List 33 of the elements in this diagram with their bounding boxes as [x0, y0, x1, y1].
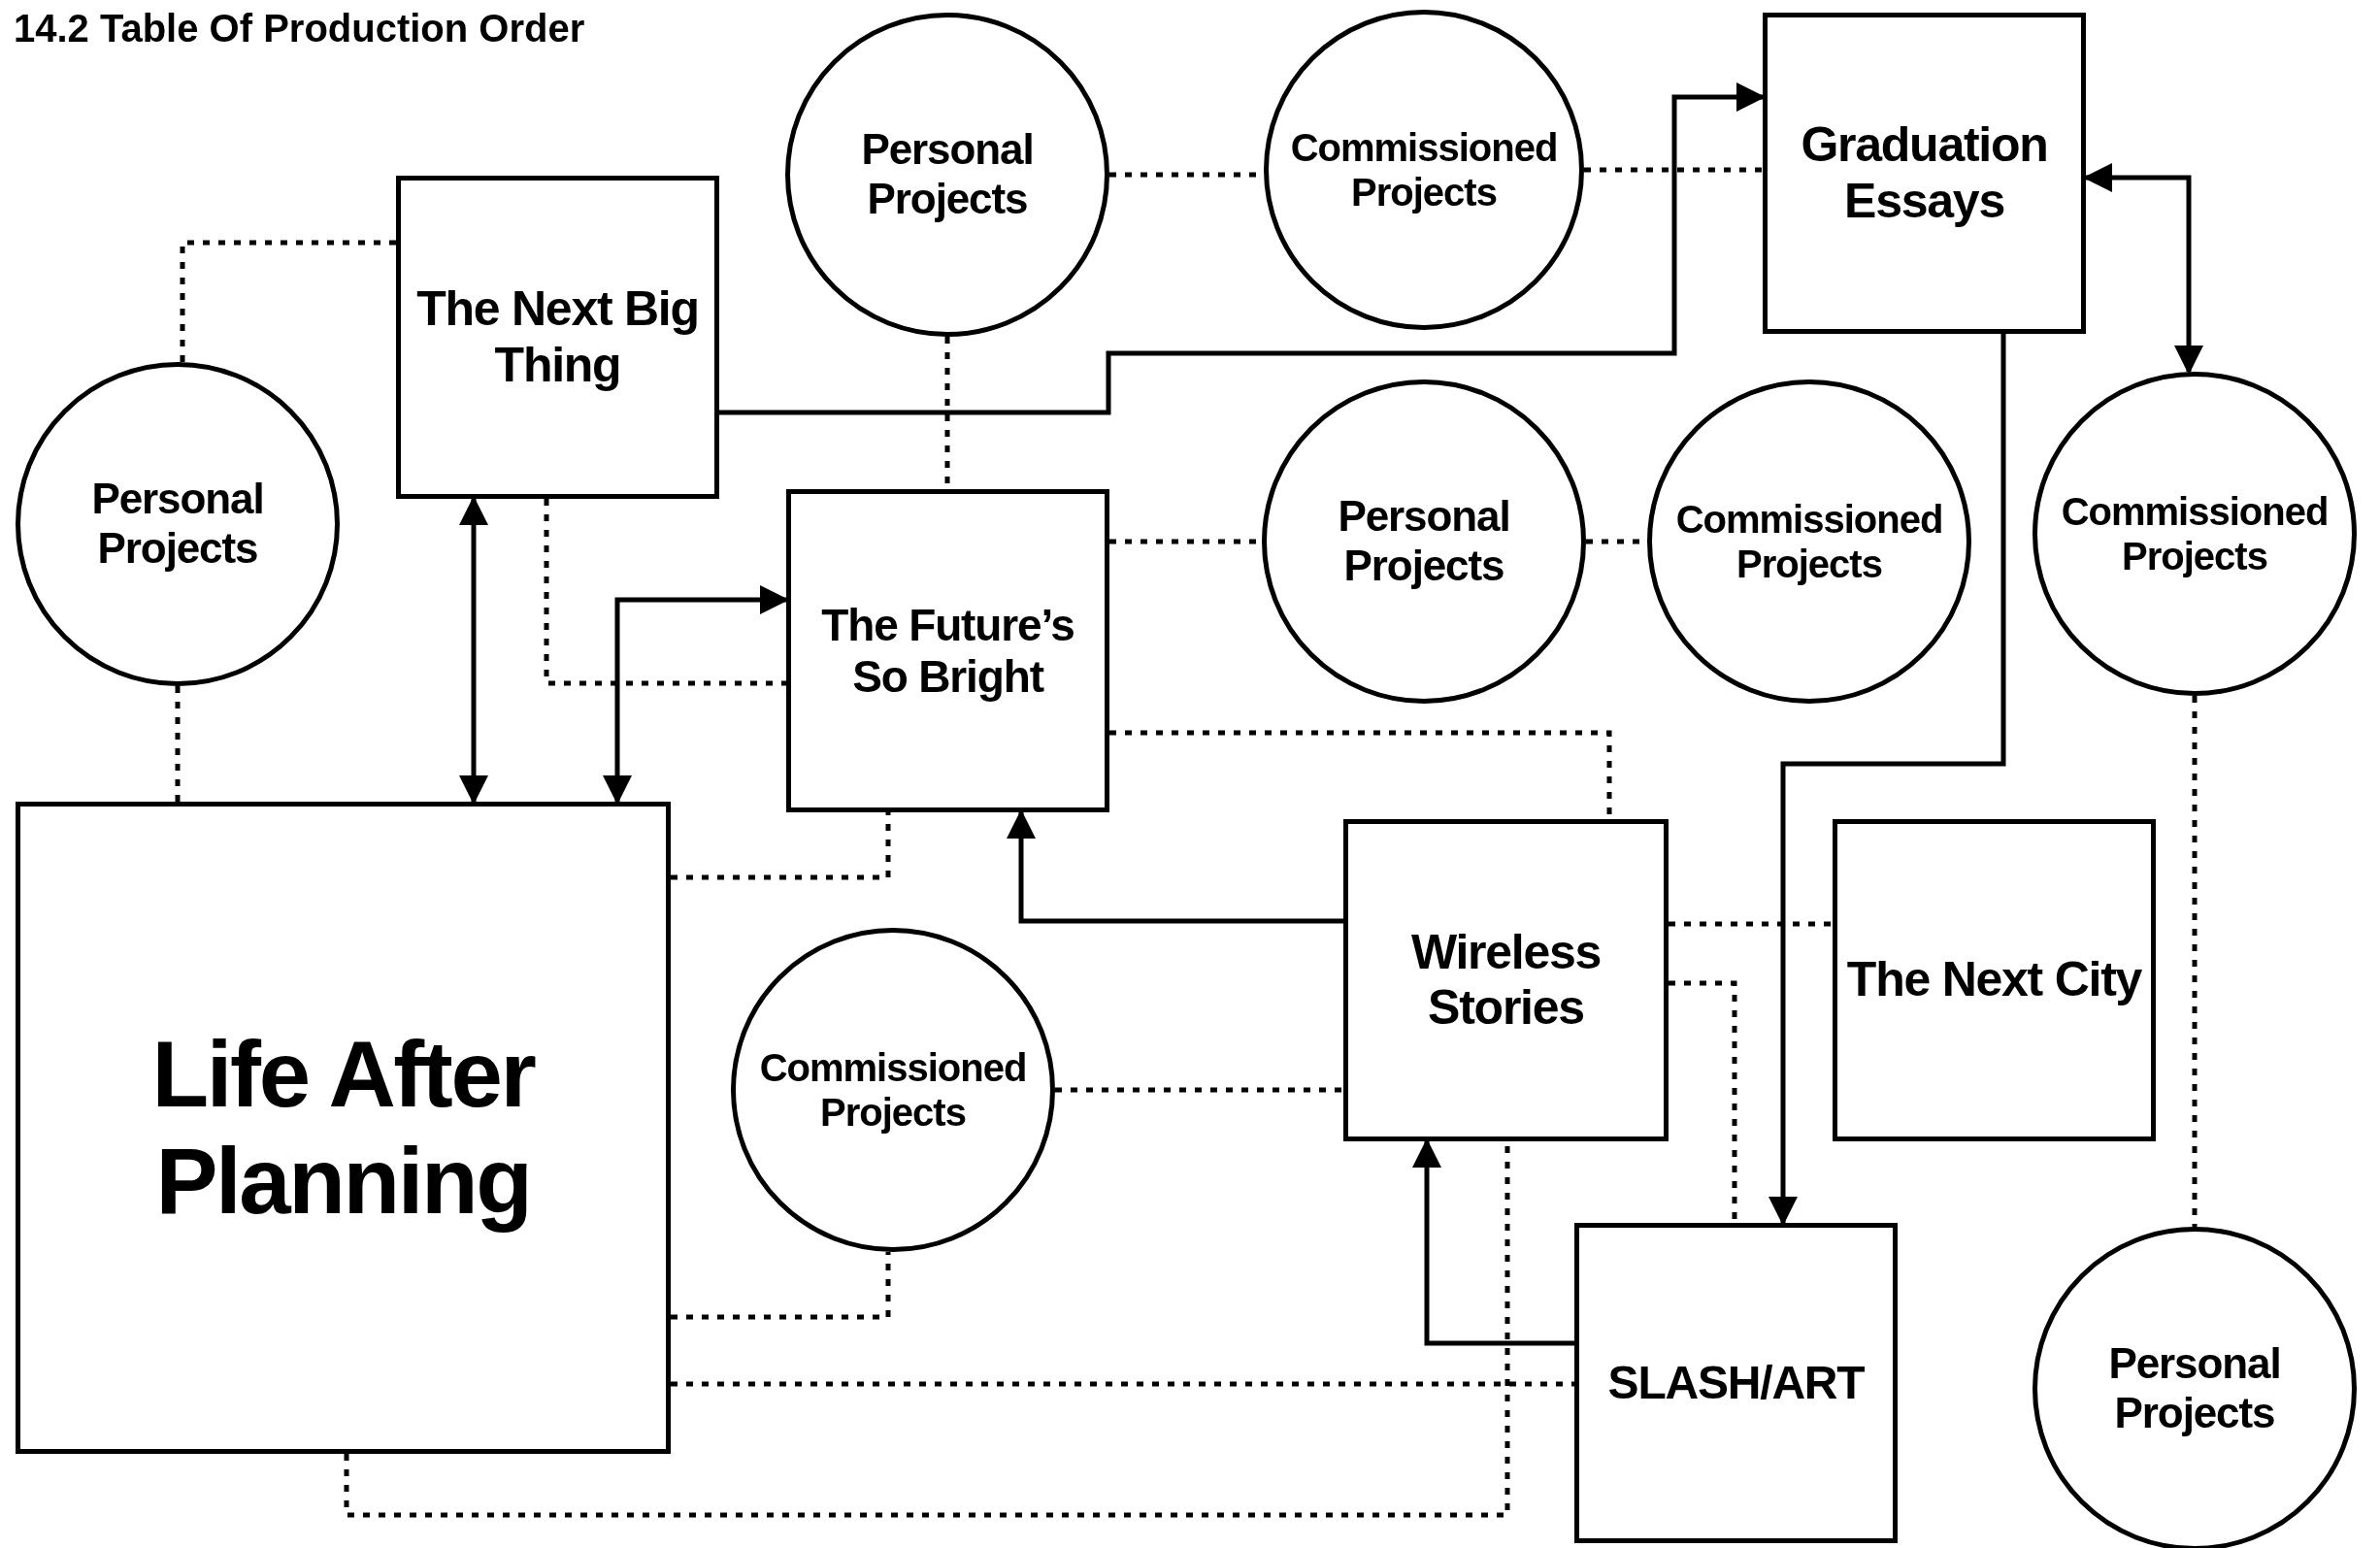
- node-label: Graduation Essays: [1800, 117, 2049, 229]
- node-label: Personal Projects: [1337, 492, 1511, 591]
- diagram-title: 14.2 Table Of Production Order: [14, 6, 585, 51]
- dotted-connector: [175, 686, 181, 802]
- dotted-connector: [671, 1381, 1574, 1387]
- dotted-connector: [1055, 1087, 1343, 1093]
- dotted-connector: [2192, 696, 2198, 1227]
- dotted-connector: [671, 812, 891, 880]
- node-label: The Future’s So Bright: [820, 599, 1075, 703]
- node-label: Life After Planning: [150, 1020, 536, 1235]
- node-label: Commissioned Projects: [2060, 489, 2330, 578]
- process-box: [396, 176, 719, 499]
- dotted-connector: [1584, 167, 1763, 173]
- process-box: [16, 802, 671, 1454]
- node-label: SLASH/ART: [1607, 1356, 1865, 1410]
- process-box: [1833, 819, 2156, 1141]
- node-label: Personal Projects: [90, 475, 265, 574]
- node-label: Commissioned Projects: [1289, 125, 1559, 214]
- node-label: Commissioned Projects: [1674, 497, 1944, 586]
- dotted-connector: [544, 499, 786, 686]
- node-label: Commissioned Projects: [758, 1045, 1028, 1135]
- process-box: [1574, 1223, 1898, 1543]
- node-label: Personal Projects: [2107, 1339, 2282, 1438]
- dotted-connector: [671, 1251, 891, 1320]
- process-box: [786, 489, 1109, 812]
- node-label: Wireless Stories: [1409, 924, 1603, 1037]
- process-box: [1343, 819, 1669, 1141]
- node-label: The Next Big Thing: [415, 281, 700, 393]
- dotted-connector: [180, 240, 396, 363]
- node-label: The Next City: [1846, 952, 2142, 1008]
- process-box: [1763, 13, 2086, 334]
- dotted-connector: [1669, 921, 1833, 927]
- node-label: Personal Projects: [860, 125, 1035, 224]
